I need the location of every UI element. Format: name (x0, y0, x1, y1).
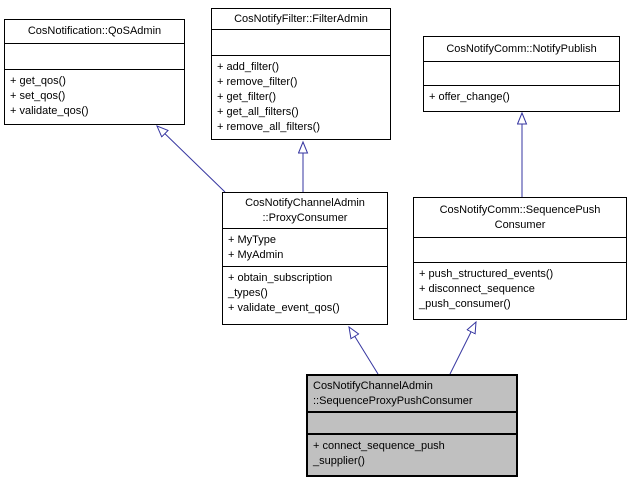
class-title-compartment: CosNotification::QoSAdmin (5, 20, 184, 44)
class-title: CosNotification::QoSAdmin (27, 25, 162, 37)
class-attributes-compartment: + MyType + MyAdmin (223, 229, 387, 267)
method-label: + set_qos() (10, 90, 66, 102)
class-attributes-compartment (414, 238, 626, 263)
class-methods-compartment: + connect_sequence_push _supplier() (308, 435, 516, 475)
class-title: CosNotifyChannelAdmin (245, 196, 365, 209)
class-box-notifypublish[interactable]: CosNotifyComm::NotifyPublish + offer_cha… (423, 36, 620, 112)
method-label: _types() (228, 287, 268, 299)
class-title: CosNotifyChannelAdmin (313, 379, 433, 392)
class-methods-compartment: + offer_change() (424, 86, 619, 111)
class-methods-compartment: + get_qos() + set_qos() + validate_qos() (5, 70, 184, 124)
method-label: _supplier() (313, 455, 365, 467)
class-title-compartment: CosNotifyFilter::FilterAdmin (212, 9, 390, 30)
class-title: ::ProxyConsumer (262, 211, 348, 224)
method-label: + remove_all_filters() (217, 121, 321, 133)
class-box-sequenceproxypushconsumer[interactable]: CosNotifyChannelAdmin ::SequenceProxyPus… (306, 374, 518, 477)
class-box-sequencepushconsumer[interactable]: CosNotifyComm::SequencePush Consumer + p… (413, 197, 627, 320)
method-label: _push_consumer() (419, 298, 511, 310)
class-methods-compartment: + add_filter() + remove_filter() + get_f… (212, 56, 390, 139)
method-label: + get_filter() (217, 91, 276, 103)
inheritance-edge-sequenceproxypushconsumer-sequencepushconsumer (449, 322, 476, 375)
class-attributes-compartment (308, 413, 516, 435)
method-label: + push_structured_events() (419, 268, 554, 280)
method-label: + validate_qos() (10, 105, 89, 117)
method-label: + offer_change() (429, 91, 510, 103)
class-title: CosNotifyComm::SequencePush (439, 203, 601, 216)
inheritance-edge-proxyconsumer-qosadmin (157, 126, 226, 193)
class-box-proxyconsumer[interactable]: CosNotifyChannelAdmin ::ProxyConsumer + … (222, 192, 388, 325)
method-label: + get_all_filters() (217, 106, 299, 118)
method-label: + obtain_subscription (228, 272, 333, 284)
method-label: + validate_event_qos() (228, 302, 340, 314)
class-title-compartment: CosNotifyChannelAdmin ::ProxyConsumer (223, 193, 387, 229)
class-title-compartment: CosNotifyComm::SequencePush Consumer (414, 198, 626, 238)
class-title: ::SequenceProxyPushConsumer (313, 394, 473, 407)
class-box-filteradmin[interactable]: CosNotifyFilter::FilterAdmin + add_filte… (211, 8, 391, 140)
class-attributes-compartment (424, 62, 619, 86)
method-label: + remove_filter() (217, 76, 298, 88)
class-attributes-compartment (212, 30, 390, 56)
method-label: + add_filter() (217, 61, 280, 73)
class-methods-compartment: + obtain_subscription _types() + validat… (223, 267, 387, 324)
class-methods-compartment: + push_structured_events() + disconnect_… (414, 263, 626, 319)
class-title: Consumer (494, 218, 546, 231)
method-label: + get_qos() (10, 75, 66, 87)
class-title-compartment: CosNotifyChannelAdmin ::SequenceProxyPus… (308, 376, 516, 413)
class-title-compartment: CosNotifyComm::NotifyPublish (424, 37, 619, 62)
class-title: CosNotifyFilter::FilterAdmin (234, 12, 368, 25)
attribute-label: + MyAdmin (228, 249, 284, 261)
class-attributes-compartment (5, 44, 184, 70)
class-title: CosNotifyComm::NotifyPublish (446, 42, 597, 55)
method-label: + connect_sequence_push (313, 440, 445, 452)
attribute-label: + MyType (228, 234, 276, 246)
inheritance-edge-sequenceproxypushconsumer-proxyconsumer (349, 327, 379, 375)
class-box-qosadmin[interactable]: CosNotification::QoSAdmin + get_qos() + … (4, 19, 185, 125)
method-label: + disconnect_sequence (419, 283, 535, 295)
